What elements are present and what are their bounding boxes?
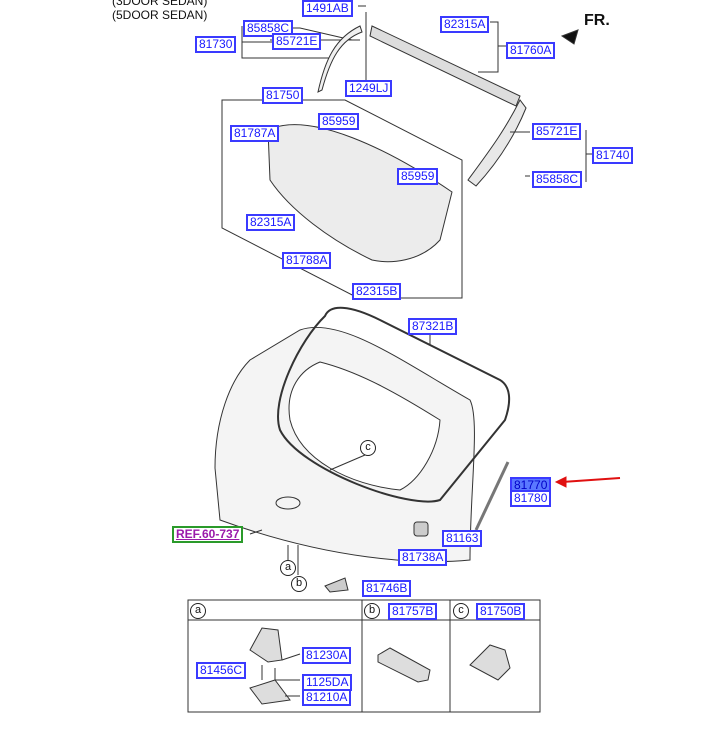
emblem [275,496,301,510]
note-3door: (3DOOR SEDAN) [112,0,208,8]
table-key-a: a [190,603,206,619]
leaders-ab [249,529,299,575]
leader-81740 [510,130,592,182]
part-label-1491ab[interactable]: 1491AB [302,0,353,17]
red-arrow-line [561,477,621,483]
table-key-c: c [453,603,469,619]
leader-81760a [478,21,506,73]
part-81746b [324,577,349,593]
direction-label: FR. [584,12,610,29]
part-label-81163[interactable]: 81163 [442,530,483,547]
part-label-81746b[interactable]: 81746B [362,580,412,597]
part-label-81750[interactable]: 81750 [262,87,304,104]
assembly-box-81750 [221,99,463,299]
fr-arrow-icon [560,29,579,45]
part-label-82315b[interactable]: 82315B [352,283,402,300]
part-label-81788a[interactable]: 81788A [282,252,332,269]
part-81757b [377,647,431,683]
callout-c: c [360,440,376,456]
part-label-81210a[interactable]: 81210A [302,689,352,706]
part-label-85721e-right[interactable]: 85721E [532,123,582,140]
note-5door: (5DOOR SEDAN) [112,8,208,22]
part-81760a [369,25,521,107]
part-label-85858c-top[interactable]: 85858C [243,20,294,37]
part-81740 [467,99,527,187]
part-label-82315a-top[interactable]: 82315A [440,16,490,33]
part-label-81730[interactable]: 81730 [195,36,237,53]
part-inner-trim [267,124,453,263]
part-81770-strut [474,461,510,531]
reference-link-60-737[interactable]: REF.60-737 [172,526,244,543]
part-label-81750b[interactable]: 81750B [476,603,526,620]
part-label-87321b[interactable]: 87321B [408,318,458,335]
callout-b: b [291,576,307,592]
part-label-81230a[interactable]: 81230A [302,647,352,664]
part-81738a [413,521,429,537]
part-label-82315a-mid[interactable]: 82315A [246,214,296,231]
part-label-85959-a[interactable]: 85959 [318,113,360,130]
callout-a: a [280,560,296,576]
part-label-81760a[interactable]: 81760A [506,42,556,59]
part-label-81757b[interactable]: 81757B [388,603,438,620]
part-label-85721e-top[interactable]: 85721E [272,33,322,50]
part-label-81787a[interactable]: 81787A [230,125,280,142]
part-label-81780[interactable]: 81780 [510,490,552,507]
part-81230a [249,627,283,663]
part-label-1249lj[interactable]: 1249LJ [345,80,393,97]
part-81750b [469,644,511,681]
part-label-81456c[interactable]: 81456C [196,662,247,679]
detail-table-grid [188,600,540,712]
part-label-85858c-right[interactable]: 85858C [532,171,583,188]
red-arrow-head-icon [554,476,567,488]
part-label-85959-b[interactable]: 85959 [397,168,439,185]
leader-lines-81730 [241,26,360,59]
detail-table-border [187,599,541,713]
leader-line-1491ab [358,5,367,82]
part-81210a [249,679,291,705]
glass-opening [288,361,441,491]
part-81730 [317,25,363,93]
leader-c [329,454,366,471]
part-label-81738a[interactable]: 81738A [398,549,448,566]
part-87321b [277,306,511,503]
table-key-b: b [364,603,380,619]
part-label-81740[interactable]: 81740 [592,147,634,164]
leaders-table-a [261,653,301,697]
